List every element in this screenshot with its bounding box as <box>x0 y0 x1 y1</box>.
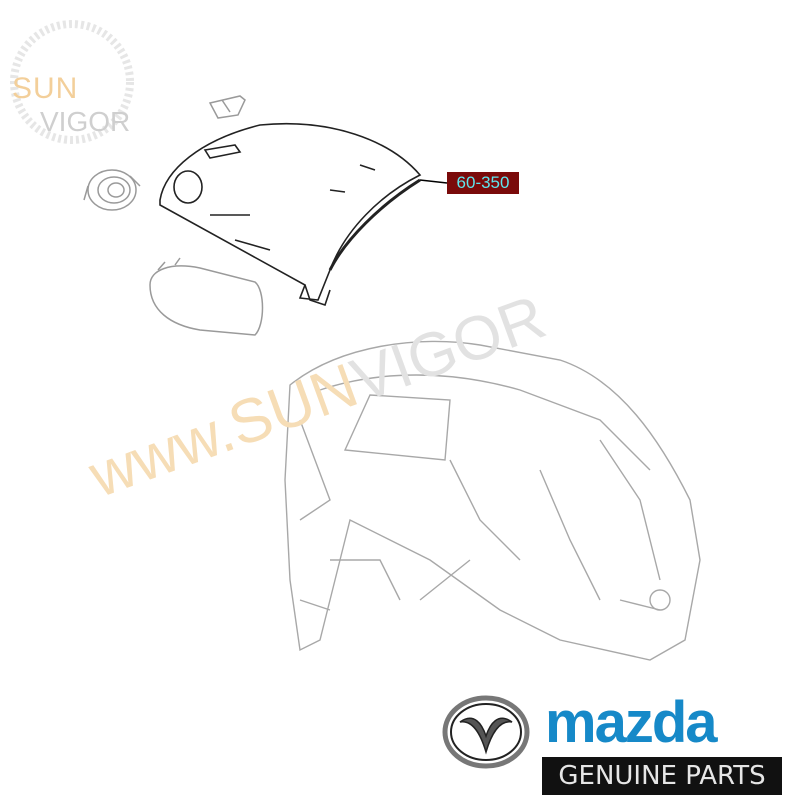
watermark-ring <box>10 20 134 144</box>
watermark-sun: SUN <box>12 72 79 105</box>
airbag-part <box>149 257 264 336</box>
clip-part <box>208 95 246 119</box>
mazda-wordmark-logo: mazda <box>545 690 718 755</box>
watermark-vigor: VIGOR <box>40 106 131 137</box>
mazda-emblem-logo <box>442 695 530 769</box>
part-number-callout[interactable]: 60-350 <box>447 172 519 194</box>
dashboard-panel-part <box>159 122 448 307</box>
dashboard-assembly <box>284 340 701 661</box>
air-vent-part <box>83 169 141 211</box>
genuine-parts-banner: GENUINE PARTS <box>542 757 782 795</box>
